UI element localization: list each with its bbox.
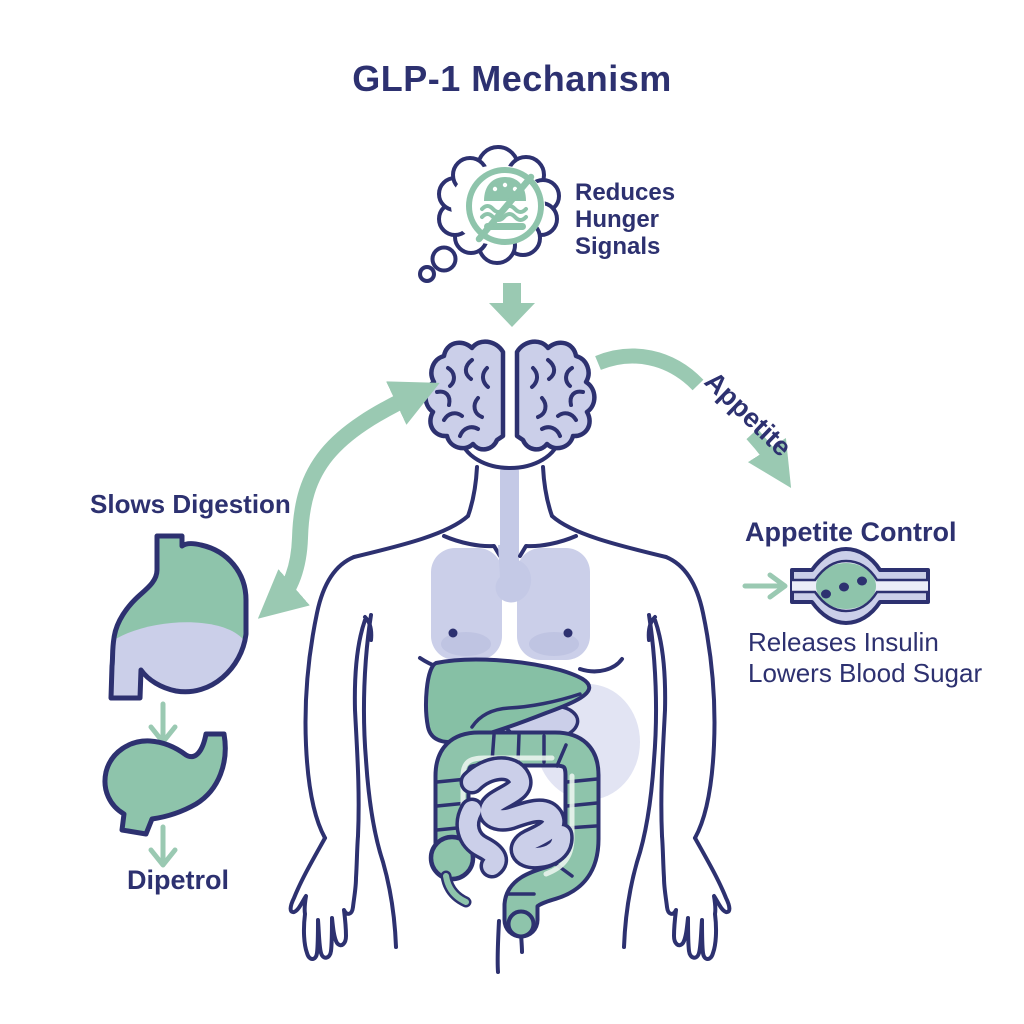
small-intestine	[455, 756, 574, 879]
arrow-hunger-to-brain	[489, 283, 535, 327]
thought-bubble	[418, 145, 561, 283]
arrow-appetite-curve	[595, 348, 792, 488]
appendix	[443, 873, 469, 905]
hunger-label: Reduces Hunger Signals	[575, 179, 675, 260]
appetite-control-heading: Appetite Control	[745, 517, 956, 547]
human-body-figure	[288, 433, 732, 974]
hunger-label-line3: Signals	[575, 233, 660, 260]
hunger-label-line1: Reduces	[575, 179, 675, 206]
crossed-burger-icon	[466, 167, 544, 245]
rectum	[506, 909, 536, 939]
chest-line-right	[578, 657, 624, 674]
brain-icon	[426, 342, 595, 450]
arrow-into-vessel	[742, 572, 788, 600]
diagram-title: GLP-1 Mechanism	[352, 58, 672, 99]
nipple-left	[448, 628, 458, 638]
blood-vessel-icon	[790, 547, 930, 625]
slows-digestion-heading: Slows Digestion	[90, 489, 291, 519]
dipetrol-label: Dipetrol	[127, 865, 229, 895]
intestines-icon	[428, 730, 601, 939]
esophagus	[500, 468, 519, 564]
arrow-stomach-to-duodenum	[148, 701, 178, 745]
insulin-label: Releases Insulin	[748, 627, 939, 657]
stomach-icon	[108, 533, 249, 701]
esophagus-cardia	[495, 545, 532, 603]
arrow-duodenum-to-label	[148, 824, 178, 868]
duodenum-icon	[102, 731, 228, 837]
nipple-right	[563, 628, 573, 638]
liver-icon	[424, 657, 592, 745]
hunger-label-line2: Hunger	[575, 206, 659, 233]
appetite-arrow-label: Appetite	[699, 366, 798, 463]
blood-sugar-label: Lowers Blood Sugar	[748, 658, 982, 688]
arrow-brain-stomach-bidirectional	[257, 381, 440, 619]
